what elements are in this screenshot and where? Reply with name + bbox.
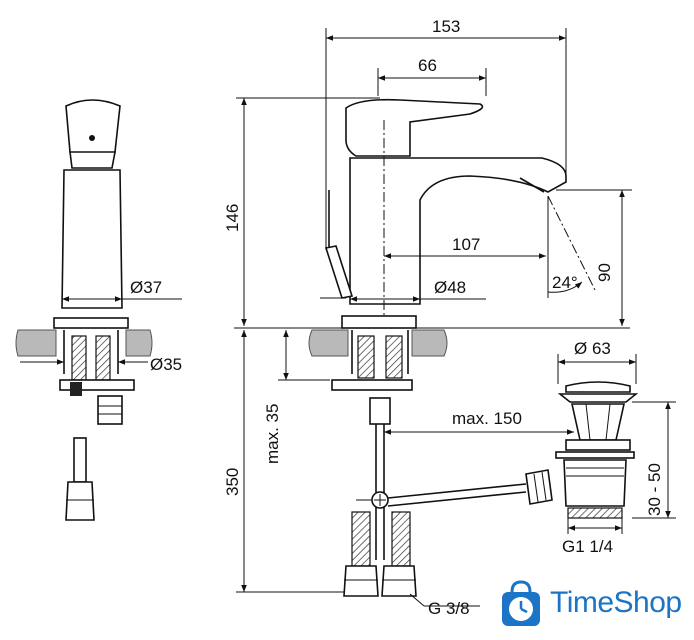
front-view: 153 66 146 107 24° 90 Ø48 [223,17,632,618]
dim-max-150: max. 150 [452,409,522,428]
dim-30-50: 30 - 50 [645,463,664,516]
waste-valve: Ø 63 30 - 50 G1 1/4 [525,339,676,556]
thread-g-3-8: G 3/8 [428,599,470,618]
side-lever [65,99,121,157]
front-spout [349,157,567,305]
timeshop-logo: TimeShop [494,574,690,634]
dim-350: 350 [223,468,242,496]
thread-g1-1-4: G1 1/4 [562,537,613,556]
dim-diameter-48: Ø48 [434,278,466,297]
dim-66: 66 [418,56,437,75]
dim-diameter-63: Ø 63 [574,339,611,358]
dim-90: 90 [595,263,614,282]
side-lever-dot [89,135,95,141]
dim-146: 146 [223,204,242,232]
dim-107: 107 [452,235,480,254]
logo-text: TimeShop [550,586,682,619]
dim-diameter-35: Ø35 [150,355,182,374]
dim-max-35: max. 35 [263,404,282,464]
dim-angle-24: 24° [552,273,578,292]
clock-bag-icon [502,580,540,626]
front-lever [345,98,484,157]
dim-153: 153 [432,17,460,36]
side-view: Ø37 Ø35 [15,99,182,521]
dim-diameter-37: Ø37 [130,278,162,297]
